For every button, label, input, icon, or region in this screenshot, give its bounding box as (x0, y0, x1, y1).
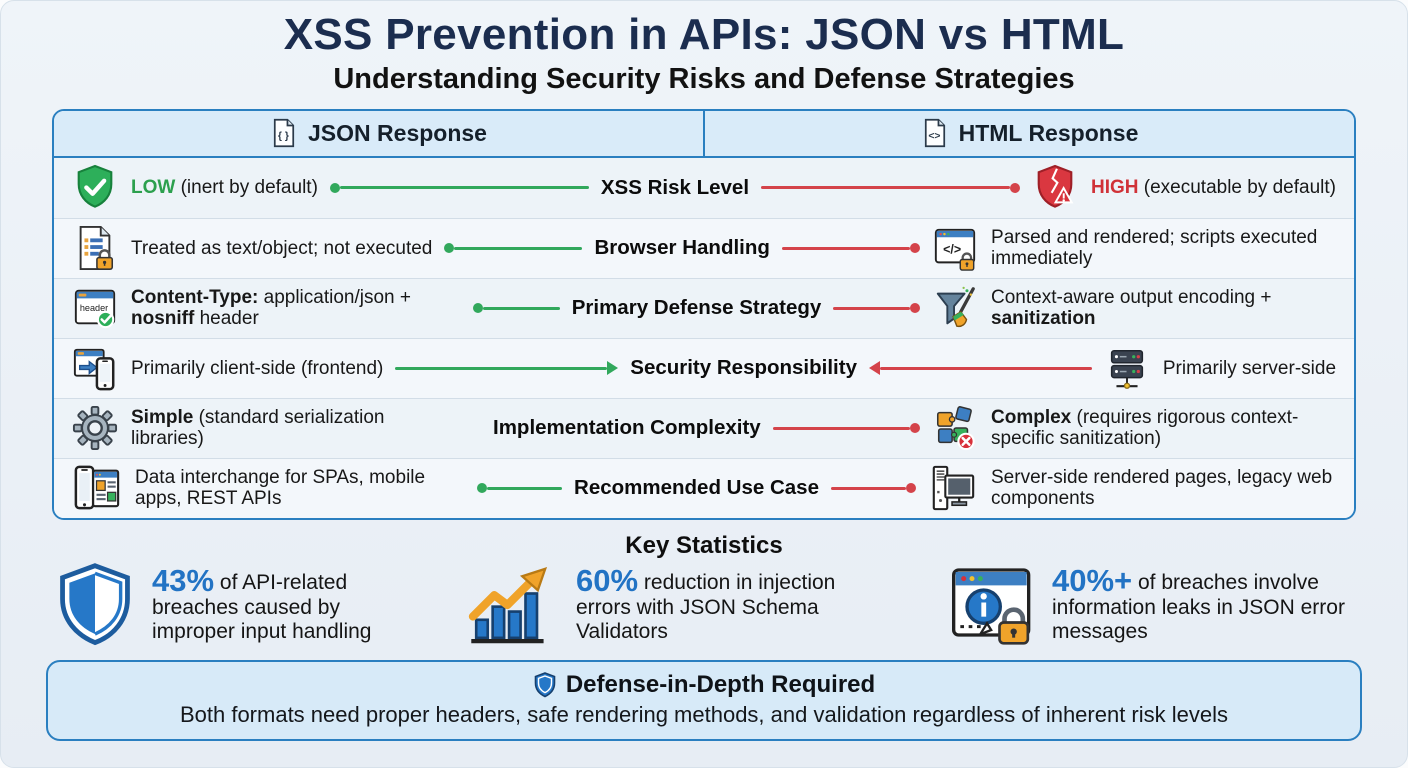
key-statistics-title: Key Statistics (625, 531, 783, 559)
html-cell: Server-side rendered pages, legacy web c… (928, 464, 1336, 512)
comparison-table: { } JSON Response <> HTML Response LOW (… (52, 108, 1356, 520)
html-cell: </> Parsed and rendered; scripts execute… (932, 224, 1336, 272)
json-cell-text: Primarily client-side (frontend) (131, 357, 384, 379)
green-dot-line-connector (329, 182, 589, 193)
red-arrow-left-connector (868, 361, 1092, 376)
html-cell: HIGH (executable by default) (1032, 164, 1336, 212)
json-column-header: { } JSON Response (54, 110, 705, 156)
shield-check-icon (72, 164, 118, 212)
html-cell-text: Primarily server-side (1162, 357, 1337, 379)
green-dot-line-connector (473, 303, 560, 314)
html-column-header: <> HTML Response (705, 111, 1354, 156)
banner-text: Both formats need proper headers, safe r… (179, 701, 1229, 727)
svg-text:{ }: { } (278, 131, 289, 142)
json-cell-text: Content-Type: application/json + nosniff… (131, 286, 411, 330)
svg-text:</>: </> (943, 243, 961, 257)
table-row-implementation-complexity: Simple (standard serialization libraries… (54, 397, 1354, 458)
row-label: Security Responsibility (630, 356, 857, 380)
json-file-icon: { } (270, 118, 298, 148)
html-column-label: HTML Response (958, 119, 1139, 146)
stat-text: 40%+ of breaches involve information lea… (1052, 563, 1345, 644)
stat-text: 43% of API-related breaches caused by im… (152, 563, 372, 644)
row-label: Recommended Use Case (574, 476, 819, 500)
stat-text: 60% reduction in injection errors with J… (576, 563, 836, 644)
json-cell-text: LOW (inert by default) (131, 177, 318, 199)
json-cell: Treated as text/object; not executed (72, 224, 432, 272)
browser-info-lock-icon (948, 565, 1036, 645)
banner-title-row: Defense-in-Depth Required (60, 671, 1348, 699)
table-row-browser-handling: Treated as text/object; not executed Bro… (54, 217, 1354, 278)
red-line-dot-connector (833, 303, 921, 314)
shield-small-icon (533, 672, 557, 698)
funnel-broom-icon (932, 284, 978, 332)
svg-text:header: header (80, 303, 108, 313)
row-label: Browser Handling (594, 236, 770, 260)
key-statistics: 43% of API-related breaches caused by im… (54, 562, 1354, 648)
html-cell: Primarily server-side (1104, 344, 1336, 392)
browser-header-check-icon: header (72, 284, 118, 332)
html-cell-text: HIGH (executable by default) (1090, 177, 1336, 199)
json-column-label: JSON Response (308, 119, 487, 146)
json-cell-text: Simple (standard serialization libraries… (131, 406, 385, 450)
page-subtitle: Understanding Security Risks and Defense… (333, 62, 1075, 95)
browser-code-lock-icon: </> (932, 224, 978, 272)
green-dot-line-connector (444, 243, 583, 254)
json-cell: Simple (standard serialization libraries… (72, 404, 461, 452)
red-line-dot-connector (772, 423, 920, 434)
json-cell-text: Treated as text/object; not executed (131, 237, 433, 259)
html-cell-text: Complex (requires rigorous context-speci… (991, 406, 1299, 450)
table-header: { } JSON Response <> HTML Response (54, 110, 1354, 158)
row-label: XSS Risk Level (600, 175, 750, 199)
row-label: Primary Defense Strategy (571, 296, 822, 320)
html-cell: Context-aware output encoding + sanitiza… (932, 284, 1336, 332)
stat-value: 60% (576, 563, 639, 599)
red-line-dot-connector (761, 182, 1020, 193)
table-row-xss-risk-level: LOW (inert by default) XSS Risk Level HI… (54, 157, 1354, 218)
banner-title: Defense-in-Depth Required (565, 670, 876, 698)
stat-value: 40%+ (1052, 563, 1133, 599)
red-line-dot-connector (830, 483, 916, 494)
json-cell: Primarily client-side (frontend) (72, 344, 383, 392)
puzzle-error-icon (932, 404, 978, 452)
row-label: Implementation Complexity (493, 416, 761, 440)
table-row-recommended-use-case: Data interchange for SPAs, mobile apps, … (54, 457, 1354, 518)
json-cell: header Content-Type: application/json + … (72, 284, 461, 332)
table-row-security-responsibility: Primarily client-side (frontend) Securit… (54, 337, 1354, 398)
json-cell-text: Data interchange for SPAs, mobile apps, … (135, 466, 426, 510)
gear-icon (72, 404, 118, 452)
phone-webpage-icon (72, 464, 122, 512)
red-line-dot-connector (781, 243, 921, 254)
green-dot-line-connector (477, 483, 563, 494)
html-cell-text: Parsed and rendered; scripts executed im… (991, 226, 1318, 270)
stat-input-handling: 43% of API-related breaches caused by im… (54, 562, 388, 648)
desktop-computer-icon (928, 464, 978, 512)
html-cell: Complex (requires rigorous context-speci… (932, 404, 1336, 452)
shield-broken-warning-icon (1032, 164, 1078, 212)
green-arrow-right-connector (395, 361, 619, 376)
html-cell-text: Server-side rendered pages, legacy web c… (991, 466, 1333, 510)
svg-text:<>: <> (928, 131, 940, 142)
server-stack-icon (1104, 344, 1150, 392)
growth-chart-icon (468, 565, 560, 645)
document-lock-icon (72, 224, 118, 272)
stat-schema-validators: 60% reduction in injection errors with J… (468, 562, 868, 648)
json-cell: Data interchange for SPAs, mobile apps, … (72, 464, 465, 512)
html-cell-text: Context-aware output encoding + sanitiza… (991, 286, 1272, 330)
stat-value: 43% (152, 563, 215, 599)
shield-stat-icon (54, 562, 136, 648)
html-file-icon: <> (921, 118, 949, 148)
page-title: XSS Prevention in APIs: JSON vs HTML (283, 10, 1125, 59)
json-cell: LOW (inert by default) (72, 164, 318, 212)
stat-error-messages: 40%+ of breaches involve information lea… (948, 562, 1354, 648)
browser-to-phone-icon (72, 344, 118, 392)
table-row-primary-defense: header Content-Type: application/json + … (54, 277, 1354, 338)
defense-in-depth-banner: Defense-in-Depth Required Both formats n… (46, 659, 1362, 741)
